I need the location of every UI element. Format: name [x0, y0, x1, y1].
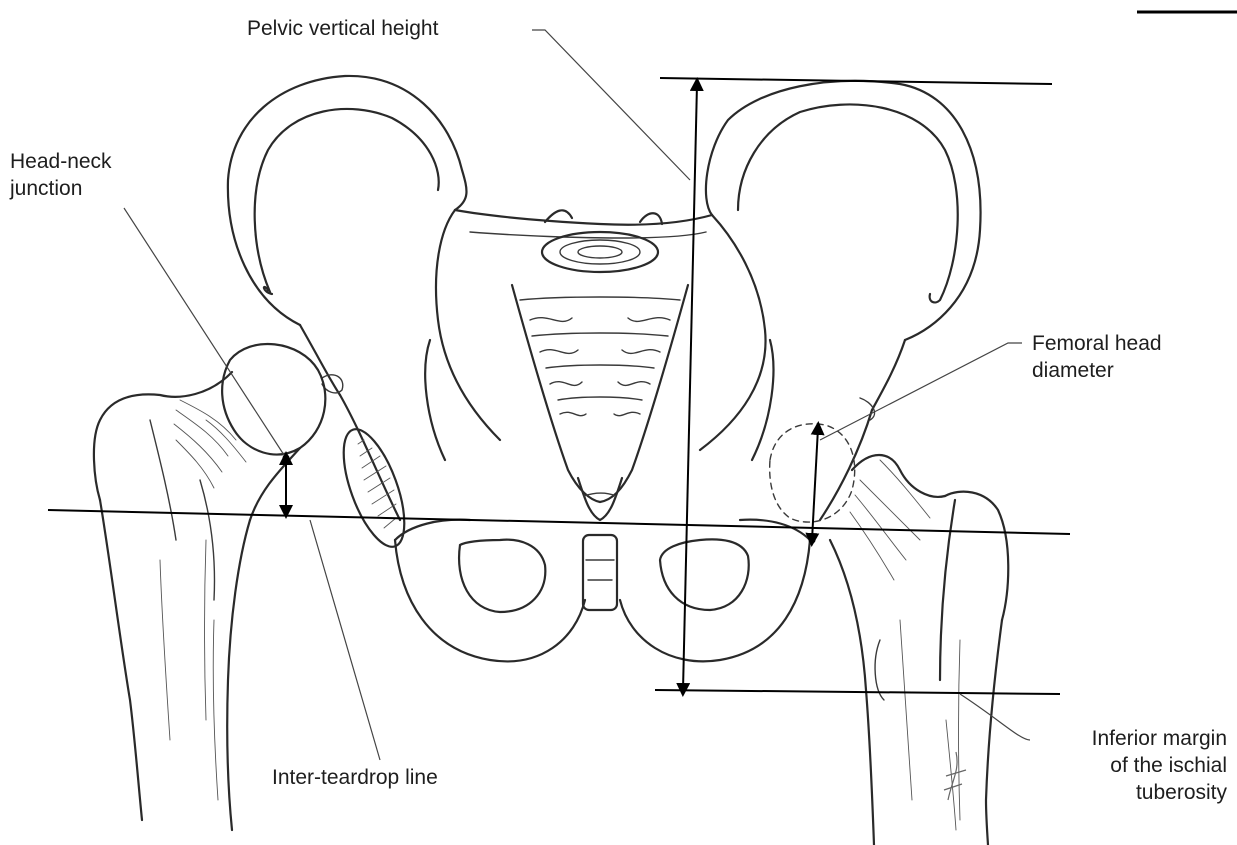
label-inferior-margin-line3: tuberosity — [1092, 779, 1227, 806]
sacrum — [512, 210, 688, 520]
leader-ischial-tuberosity — [960, 694, 1030, 740]
left-femur — [94, 344, 325, 830]
leader-inter-teardrop — [310, 520, 380, 760]
right-femur — [770, 424, 1009, 845]
measurement-lines — [48, 78, 1070, 694]
leader-head-neck-junction — [124, 208, 284, 455]
pubis — [395, 520, 810, 662]
label-inferior-margin-ischial-tuberosity: Inferior margin of the ischial tuberosit… — [1092, 725, 1227, 806]
left-acetabulum — [331, 340, 445, 554]
leader-lines — [124, 30, 1030, 760]
artist-signature — [944, 752, 966, 800]
label-femoral-head-diameter-line2: diameter — [1032, 357, 1162, 384]
label-head-neck-junction: Head-neck junction — [10, 148, 112, 202]
label-head-neck-junction-line2: junction — [10, 175, 112, 202]
femoral-head-point — [809, 537, 816, 544]
left-ilium — [228, 76, 467, 395]
label-pelvic-vertical-height: Pelvic vertical height — [247, 15, 438, 42]
inter-teardrop-line — [48, 510, 1070, 534]
label-inferior-margin-line2: of the ischial — [1092, 752, 1227, 779]
leader-femoral-head-diameter — [820, 343, 1022, 440]
right-ilium — [706, 81, 981, 420]
label-head-neck-junction-line1: Head-neck — [10, 148, 112, 175]
right-acetabulum — [752, 340, 872, 520]
leader-pelvic-vertical-height — [532, 30, 690, 180]
label-femoral-head-diameter-line1: Femoral head — [1032, 330, 1162, 357]
label-femoral-head-diameter: Femoral head diameter — [1032, 330, 1162, 384]
label-inferior-margin-line1: Inferior margin — [1092, 725, 1227, 752]
femoral-head-diameter-arrow — [812, 428, 818, 540]
label-inter-teardrop-line: Inter-teardrop line — [272, 764, 438, 791]
pelvic-top-line — [660, 78, 1052, 84]
head-neck-point — [283, 455, 290, 462]
ischial-inferior-line — [655, 690, 1060, 694]
